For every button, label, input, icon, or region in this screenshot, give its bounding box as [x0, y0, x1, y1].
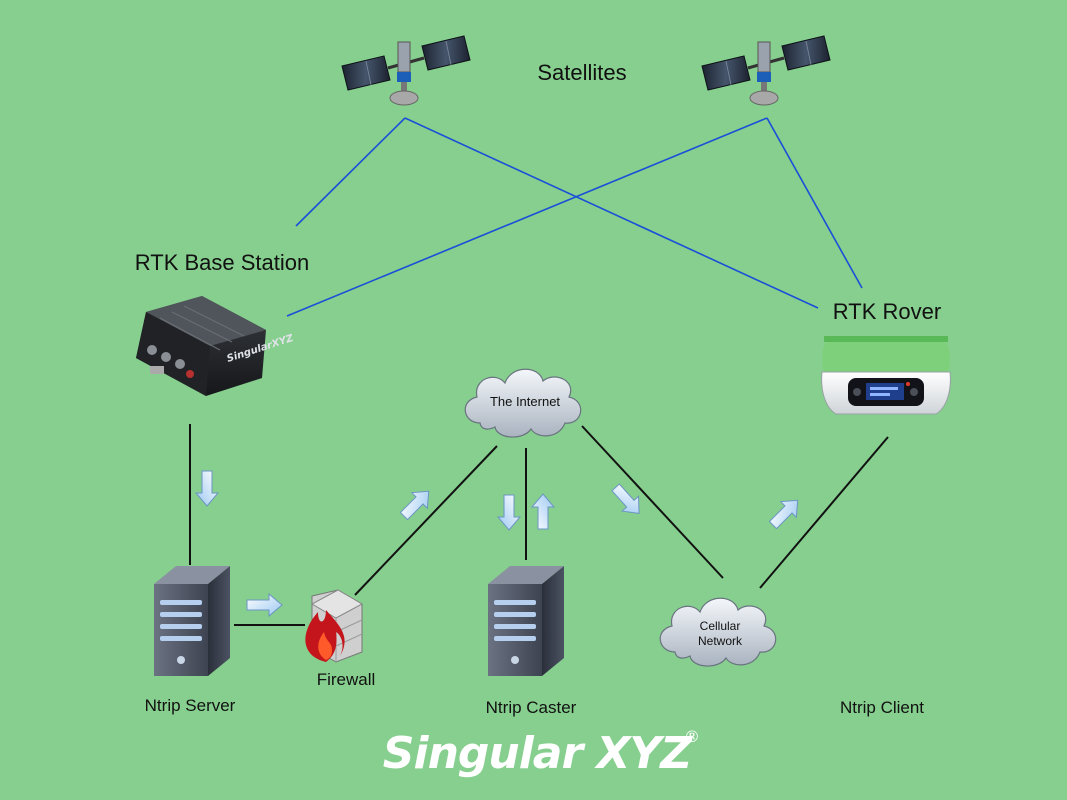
internet-label: The Internet	[490, 394, 560, 409]
server-icon	[154, 566, 230, 676]
arrow-icon	[764, 491, 807, 534]
firewall-label: Firewall	[317, 670, 376, 689]
ntrip-server-label: Ntrip Server	[145, 696, 236, 715]
arrow-icon	[497, 494, 521, 531]
rover-icon	[821, 336, 951, 415]
arrow-icon	[246, 593, 283, 617]
server-icon	[488, 566, 564, 676]
arrow-icon	[531, 493, 555, 530]
gnss-receiver-icon: SingularXYZ	[136, 296, 296, 396]
cellular-label-line2: Network	[698, 634, 743, 648]
base-station-label: RTK Base Station	[135, 250, 309, 275]
registered-mark: ®	[684, 727, 700, 746]
cellular-label-line1: Cellular	[700, 619, 741, 633]
arrow-icon	[395, 482, 438, 525]
satellite-signal-lines	[286, 117, 863, 317]
arrow-icon	[195, 470, 219, 507]
satellites-label: Satellites	[537, 60, 626, 85]
arrow-icon	[606, 479, 648, 522]
brand-logo: Singular XYZ	[383, 728, 693, 779]
ntrip-client-label: Ntrip Client	[840, 698, 924, 717]
ntrip-caster-label: Ntrip Caster	[486, 698, 577, 717]
satellite-icon	[700, 34, 832, 107]
firewall-icon	[305, 589, 364, 663]
satellite-icon	[340, 34, 472, 107]
network-lines	[189, 424, 889, 626]
rover-label: RTK Rover	[833, 299, 941, 324]
